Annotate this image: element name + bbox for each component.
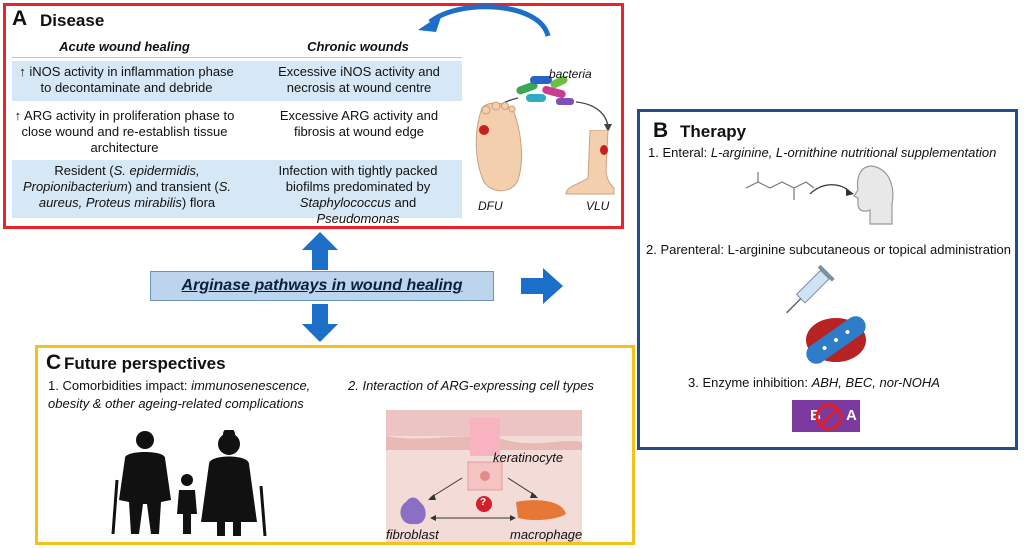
table-row — [12, 61, 462, 101]
central-topic-title: Arginase pathways in wound healing — [181, 277, 463, 294]
table-divider — [12, 57, 462, 58]
row1-chronic: Excessive iNOS activity and necrosis at … — [278, 64, 440, 95]
arrow-down-icon — [302, 304, 338, 342]
future-item-comorbidities: 1. Comorbidities impact: immunosenescenc… — [48, 378, 311, 393]
panel-b-title: Therapy — [680, 122, 747, 141]
leg-illustration-icon — [565, 130, 615, 195]
panel-c-letter: C — [46, 351, 62, 374]
bandaged-wound-icon — [806, 316, 866, 364]
human-head-icon — [853, 165, 894, 225]
panel-a-title: Disease — [40, 11, 105, 30]
inhibitor-letter-a: A — [846, 407, 857, 424]
panel-a-letter: A — [12, 7, 28, 30]
elderly-people-icon — [111, 430, 267, 537]
keratinocyte-label: keratinocyte — [493, 450, 564, 465]
row2-chronic: Excessive ARG activity and fibrosis at w… — [279, 108, 439, 139]
fibroblast-label: fibroblast — [386, 527, 439, 542]
question-mark-label: ? — [480, 497, 487, 508]
prohibition-icon — [815, 403, 843, 431]
panel-disease — [3, 3, 624, 229]
therapy-item-parenteral: 2. Parenteral: L-arginine subcutaneous o… — [646, 242, 1011, 257]
therapy-item-inhibition: 3. Enzyme inhibition: ABH, BEC, nor-NOHA — [688, 375, 940, 390]
table-row — [12, 160, 462, 218]
vlu-label: VLU — [586, 199, 610, 213]
panel-therapy — [637, 109, 1018, 450]
panel-future-perspectives — [35, 345, 635, 545]
row2-acute: ↑ ARG activity in proliferation phase to… — [14, 108, 235, 155]
curved-arrow-icon — [418, 4, 551, 37]
therapy-item-enteral: 1. Enteral: L-arginine, L-ornithine nutr… — [648, 145, 997, 160]
skin-cells-illustration-icon — [386, 410, 582, 542]
central-topic-box: Arginase pathways in wound healing — [150, 271, 494, 301]
panel-b-letter: B — [653, 119, 669, 142]
syringe-icon — [786, 264, 835, 314]
arrow-up-icon — [302, 232, 338, 270]
macrophage-label: macrophage — [510, 527, 583, 542]
arginine-molecule-icon — [745, 172, 815, 200]
future-item-cell-interaction: 2. Interaction of ARG-expressing cell ty… — [348, 378, 594, 393]
panel-c-title: Future perspectives — [64, 354, 226, 373]
arrow-right-icon — [521, 268, 563, 304]
future-item-comorbidities-cont: obesity & other ageing-related complicat… — [48, 396, 304, 411]
foot-illustration-icon — [475, 101, 522, 192]
dfu-label: DFU — [478, 199, 503, 213]
inhibitor-letter-b: B — [810, 407, 821, 424]
table-header-chronic: Chronic wounds — [307, 39, 409, 54]
bacteria-label: bacteria — [549, 67, 592, 81]
row3-acute: Resident (S. epidermidis, Propionibacter… — [22, 163, 232, 210]
bacteria-icon — [516, 75, 574, 105]
curved-arrow-icon — [809, 184, 854, 196]
row1-acute: ↑ iNOS activity in inflammation phase to… — [19, 64, 234, 95]
row3-chronic: Infection with tightly packed biofilms p… — [278, 163, 438, 226]
table-header-acute: Acute wound healing — [59, 39, 190, 54]
